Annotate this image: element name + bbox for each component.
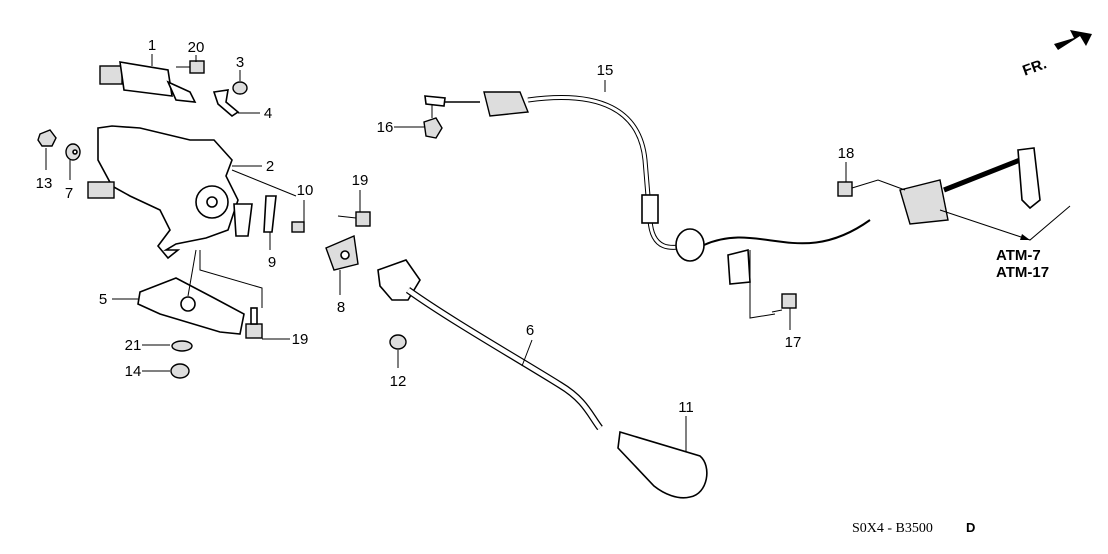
part-4-lever <box>212 89 240 118</box>
part-13-nut <box>37 129 57 147</box>
callout-1: 1 <box>148 37 156 54</box>
callout-2: 2 <box>266 158 274 175</box>
part-6-shift-lever <box>377 259 603 431</box>
callout-9: 9 <box>268 254 276 271</box>
part-9-clip <box>263 195 277 233</box>
callout-21: 21 <box>125 337 142 354</box>
part-15-cable <box>424 80 1041 285</box>
atm-reference-arrows <box>939 205 1071 241</box>
callout-7: 7 <box>65 185 73 202</box>
part-10-bolt <box>291 221 305 233</box>
part-3-nut <box>232 81 248 95</box>
callout-13: 13 <box>36 175 53 192</box>
part-19-bolt-upper <box>337 211 371 227</box>
callout-18: 18 <box>838 145 855 162</box>
callout-4: 4 <box>264 105 272 122</box>
part-12-nut <box>389 334 407 368</box>
part-2-shift-bracket <box>87 125 253 260</box>
front-direction-arrow: FR. <box>1020 30 1092 80</box>
part-5-base <box>137 277 245 335</box>
diagram-code-suffix: D <box>966 520 975 535</box>
part-18-bolt <box>837 162 906 197</box>
part-20-screw <box>176 60 205 74</box>
part-16-nut <box>394 104 443 139</box>
part-14-nut <box>170 363 190 379</box>
callout-20: 20 <box>188 39 205 56</box>
part-21-washer <box>171 340 193 352</box>
reference-atm-7: ATM-7 <box>996 247 1041 264</box>
callout-10: 10 <box>297 182 314 199</box>
front-label: FR. <box>1020 55 1049 79</box>
callout-15: 15 <box>597 62 614 79</box>
leader-lines <box>45 54 361 372</box>
callout-16: 16 <box>377 119 394 136</box>
diagram-code: S0X4 - B3500 <box>852 521 933 536</box>
callout-12: 12 <box>390 373 407 390</box>
reference-atm-17: ATM-17 <box>996 264 1049 281</box>
part-11-knob <box>617 416 708 499</box>
part-19-bolt-lower <box>245 307 263 339</box>
callout-11: 11 <box>678 399 694 416</box>
part-7-washer <box>65 143 81 161</box>
part-8-plate <box>325 234 359 271</box>
callout-3: 3 <box>236 54 244 71</box>
callout-5: 5 <box>99 291 107 308</box>
callout-14: 14 <box>125 363 142 380</box>
callout-19-upper: 19 <box>352 172 369 189</box>
part-17-bolt <box>749 250 797 330</box>
callout-6: 6 <box>526 322 534 339</box>
callout-19-lower: 19 <box>292 331 309 348</box>
part-1-actuator <box>99 61 197 103</box>
callout-8: 8 <box>337 299 345 316</box>
callout-17: 17 <box>785 334 802 351</box>
